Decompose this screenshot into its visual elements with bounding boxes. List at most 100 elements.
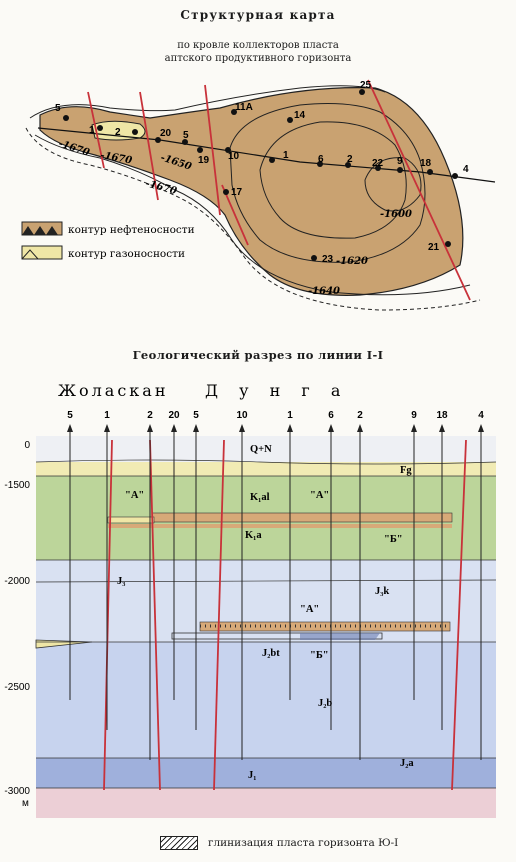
- well-head: [67, 424, 73, 432]
- map-well-label: 20: [160, 128, 172, 139]
- strata-label-j2b: J₂b: [318, 698, 332, 709]
- structure-map: 5 1 2 20 5 19 10 1 6 2 22 9 18 4 11А 14 …: [21, 79, 496, 311]
- field-name-dunga: Д у н г а: [205, 381, 348, 400]
- reservoir-b-lower: [171, 632, 383, 640]
- map-well-label: 5: [183, 130, 189, 141]
- strata-label-k1al: K₁al: [250, 492, 270, 503]
- depth-label: 0: [24, 440, 30, 451]
- map-well-label: 2: [115, 127, 121, 138]
- reservoir-b-upper: [108, 524, 452, 528]
- strata-label-j3k: J₃k: [375, 586, 389, 597]
- map-wells: [63, 89, 458, 261]
- well-head: [287, 424, 293, 432]
- map-well-label: 9: [397, 156, 403, 167]
- section-well-label: 18: [436, 410, 448, 421]
- contour-lines: [25, 85, 481, 311]
- strata-label-a2: "А": [310, 490, 329, 501]
- section-line: [37, 127, 496, 183]
- reservoir-a-upper: [151, 512, 453, 523]
- section-well-label: 1: [104, 410, 110, 421]
- shaling-legend: глинизация пласта горизонта Ю-I: [160, 836, 398, 850]
- map-well-label: 5: [55, 103, 61, 114]
- well-head: [328, 424, 334, 432]
- well-head: [147, 424, 153, 432]
- section-well-label: 4: [478, 410, 484, 421]
- strata-label-b1: "Б": [384, 534, 403, 545]
- section-well-label: 1: [287, 410, 293, 421]
- strata-label-a1: "А": [125, 490, 144, 501]
- depth-label: -2000: [4, 576, 30, 587]
- map-well-label: 23: [322, 254, 334, 265]
- legend-oil-label: контур нефтеносности: [68, 224, 195, 236]
- layer-basement: [36, 788, 496, 818]
- oil-field-area: [39, 87, 464, 296]
- depth-axis: 0 -1500 -2000 -2500 -3000 м: [4, 440, 30, 809]
- contour-label: -1670: [99, 150, 132, 166]
- map-well-label: 10: [228, 151, 240, 162]
- section-well-label: 2: [147, 410, 153, 421]
- fault-1: [103, 439, 113, 791]
- section-well-label: 5: [67, 410, 73, 421]
- layer-jurassic-lower: [36, 758, 496, 788]
- strata-label-j1: J₁: [248, 770, 256, 781]
- legend-gas-label: контур газоносности: [68, 248, 185, 260]
- strata-label-j3: J₃: [117, 576, 125, 587]
- well-head: [104, 424, 110, 432]
- strata-label-a3: "А": [300, 604, 319, 615]
- map-well-label: 18: [420, 158, 432, 169]
- layer-jurassic-middle: [36, 642, 496, 758]
- fault-3: [213, 439, 225, 791]
- section-well-label: 5: [193, 410, 199, 421]
- depth-label: -2500: [4, 682, 30, 693]
- contour-label: -1640: [308, 286, 340, 297]
- map-well-label: 1: [283, 150, 289, 161]
- map-legend: контур нефтеносности контур газоносности: [21, 221, 195, 260]
- fault-4: [451, 439, 467, 791]
- map-well-label: 6: [318, 154, 324, 165]
- map-well-label: 21: [428, 242, 440, 253]
- section-well-label: 6: [328, 410, 334, 421]
- shaling-swatch: [160, 836, 198, 850]
- shaling-zone: [300, 633, 380, 640]
- map-well-label: 22: [372, 158, 384, 169]
- section-title: Геологический разрез по линии I-I: [132, 348, 384, 362]
- strata-label-k1a: K₁a: [245, 530, 262, 541]
- map-well-label: 14: [294, 110, 306, 121]
- map-well-label: 4: [463, 164, 469, 175]
- field-name-zholaskan: Жоласкан: [58, 381, 168, 400]
- depth-label: -3000: [4, 786, 30, 797]
- well-head: [357, 424, 363, 432]
- map-well-label: 19: [198, 155, 210, 166]
- section-well-label: 10: [236, 410, 248, 421]
- well-head: [411, 424, 417, 432]
- strata-label-b2: "Б": [310, 650, 329, 661]
- layer-paleogene: [36, 462, 496, 476]
- fault-2: [149, 439, 161, 791]
- section-well-label: 2: [357, 410, 363, 421]
- well-head: [171, 424, 177, 432]
- map-title: Структурная карта: [180, 8, 336, 22]
- shaling-legend-label: глинизация пласта горизонта Ю-I: [208, 837, 399, 849]
- depth-unit: м: [22, 798, 29, 809]
- contour-label: -1620: [336, 256, 368, 267]
- contour-label: -1600: [380, 209, 412, 220]
- map-subtitle-line1: по кровле коллекторов пласта: [177, 40, 339, 51]
- map-well-label: 11А: [235, 102, 253, 113]
- reservoir-a-west: [107, 516, 155, 524]
- strata-label-j2bt: J₂bt: [262, 648, 280, 659]
- fault-lines: [87, 79, 471, 301]
- depth-label: -1500: [4, 480, 30, 491]
- section-well-label: 20: [168, 410, 180, 421]
- map-subtitle-line2: аптского продуктивного горизонта: [164, 53, 352, 64]
- map-well-label: 1: [89, 125, 95, 136]
- gas-cap-area: [91, 120, 146, 141]
- well-head: [193, 424, 199, 432]
- map-well-label: 2: [347, 154, 353, 165]
- strata-label-qn: Q+N: [250, 444, 272, 455]
- strata-label-fg: Fg: [400, 465, 412, 476]
- well-head: [478, 424, 484, 432]
- map-well-label: 17: [231, 187, 243, 198]
- map-well-label: 25: [360, 80, 372, 91]
